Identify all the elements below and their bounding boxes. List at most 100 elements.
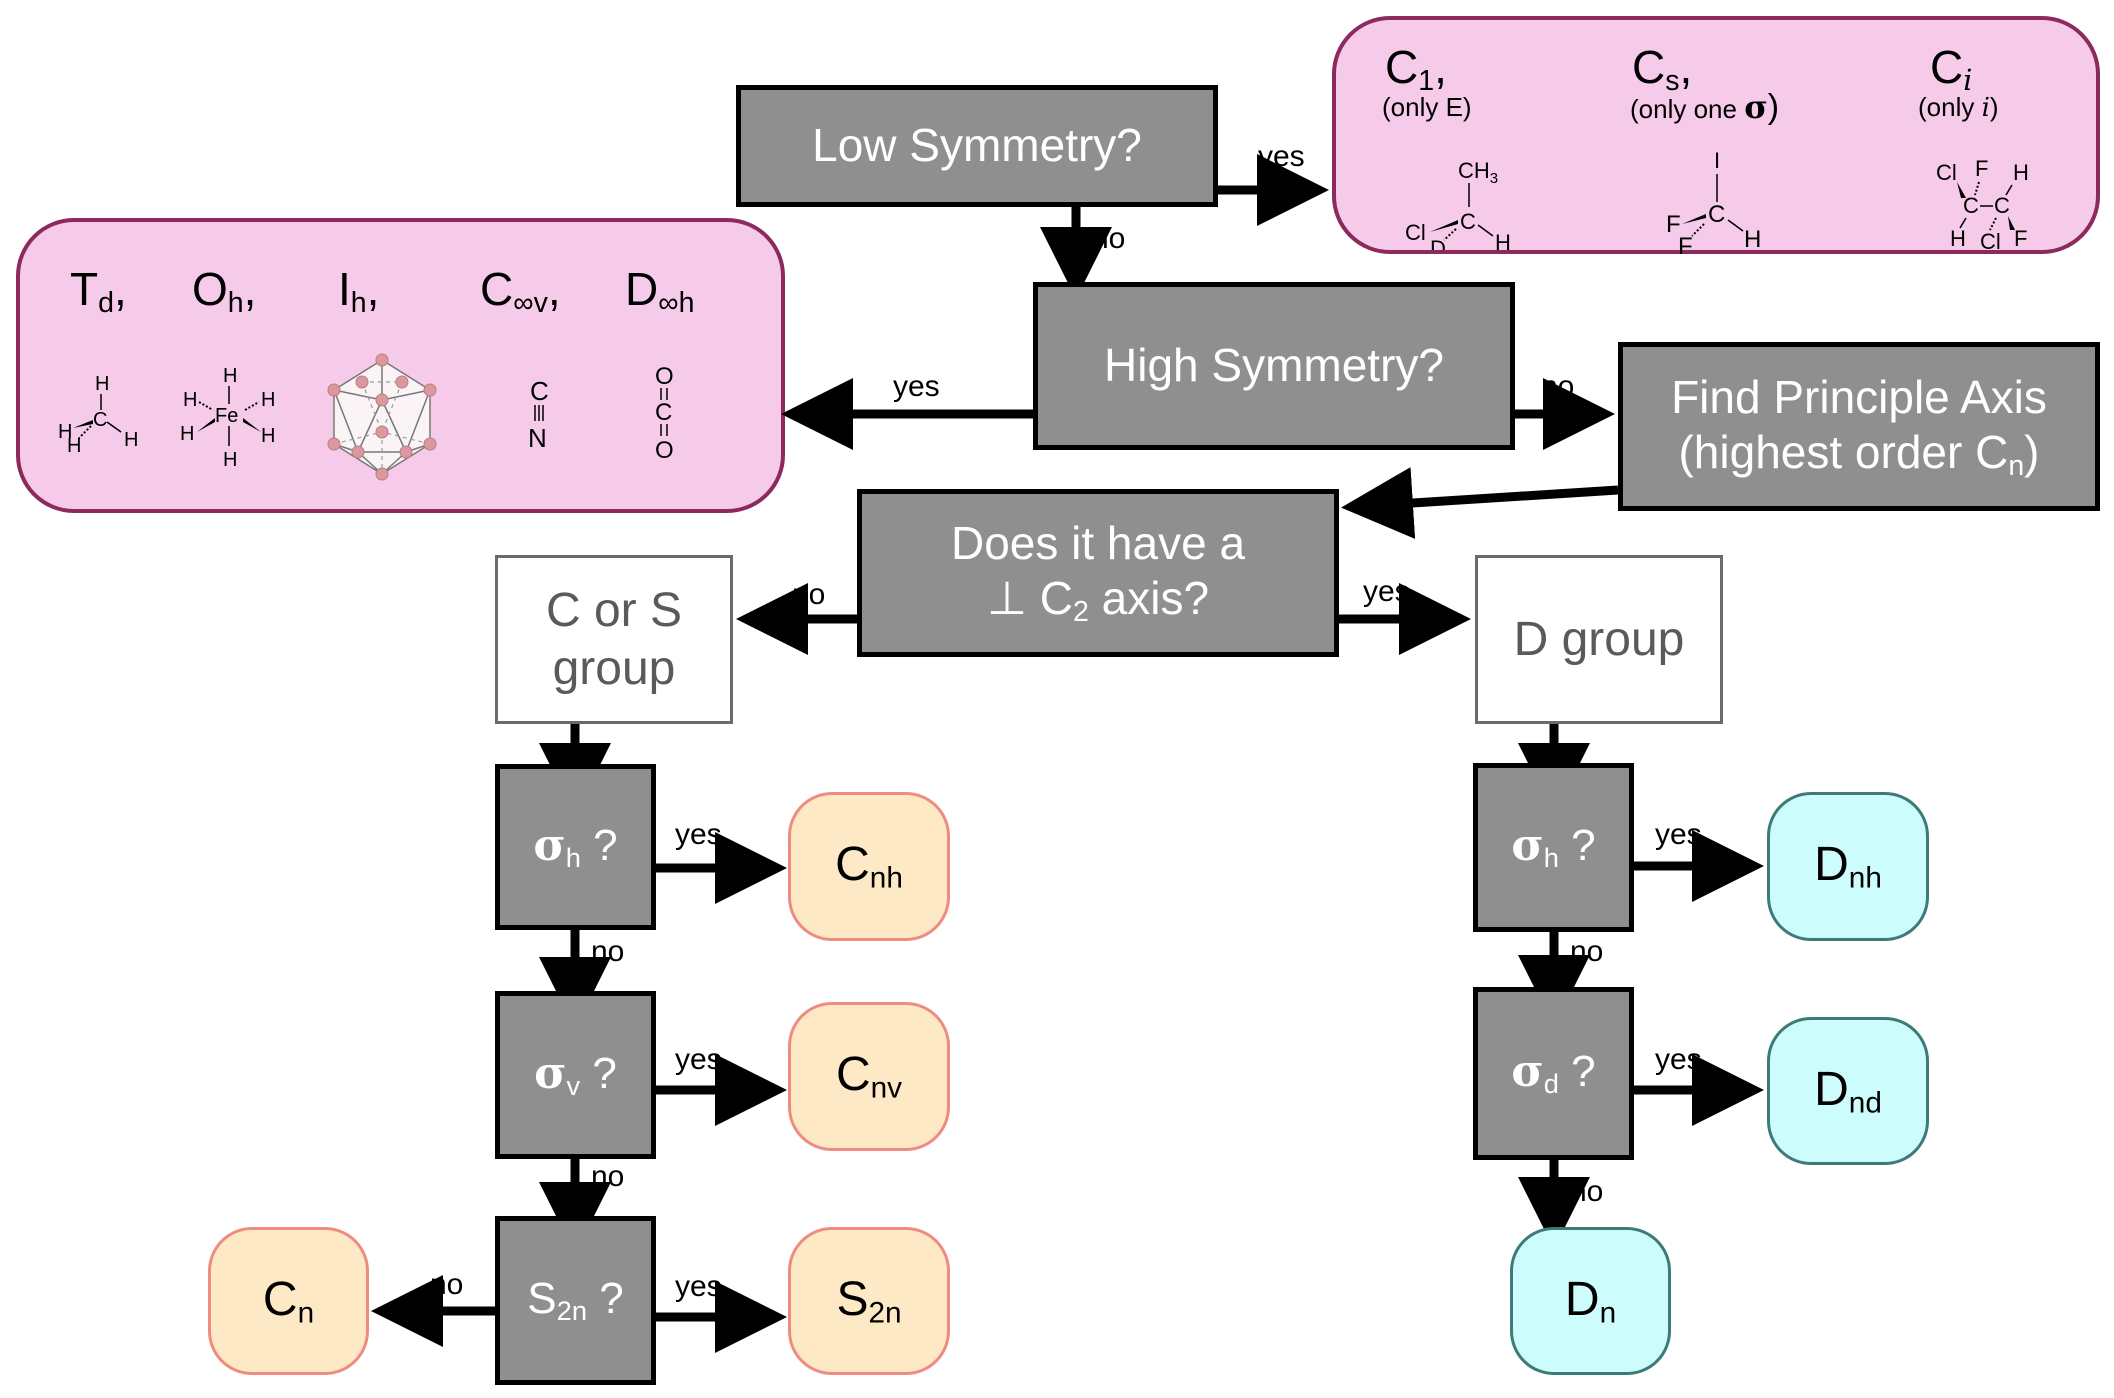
edge-label-low-no: no [1092,222,1126,255]
group-ci-note: (only i) [1918,92,1999,123]
svg-text:C: C [1963,193,1979,218]
result-cn: Cn [208,1227,369,1375]
principle-axis-node: Find Principle Axis (highest order Cn) [1618,342,2100,511]
edge-label-s2n-no: no [430,1268,464,1301]
svg-text:H: H [223,365,237,387]
svg-text:H: H [261,425,275,447]
svg-text:C: C [530,376,549,406]
svg-text:C: C [1460,209,1476,234]
edge-label-perp-yes: yes [1363,575,1410,608]
svg-text:I: I [1714,148,1720,173]
s2n-node: S2n ? [495,1216,656,1385]
molecule-cinfv-icon: C N [528,376,549,453]
edge-label-sigmah-right-yes: yes [1655,818,1702,851]
c-or-s-line2: group [552,641,676,695]
svg-text:F: F [1975,156,1988,181]
principle-axis-line2: (highest order Cn) [1678,425,2040,483]
svg-text:D: D [1430,236,1446,250]
edge-label-sigmah-right-no: no [1570,935,1604,968]
svg-text:H: H [95,373,109,395]
sigma-h-right-node: σh ? [1473,763,1634,932]
group-ih-label: Ih, [338,263,380,320]
result-dnd: Dnd [1767,1017,1929,1165]
sigma-d-node: σd ? [1473,987,1634,1160]
svg-text:C: C [655,399,672,426]
perp-c2-line1: Does it have a [950,517,1246,570]
svg-text:C: C [93,409,107,431]
d-group-node: D group [1475,555,1723,724]
svg-text:H: H [124,429,138,451]
edge-label-sigmav-yes: yes [675,1043,722,1076]
svg-text:Cl: Cl [1936,160,1957,185]
edge-label-sigmad-no: no [1570,1175,1604,1208]
molecule-ih-icosahedron-icon [327,353,437,481]
svg-text:H: H [1744,226,1761,253]
edge-label-low-yes: yes [1258,140,1305,173]
svg-text:N: N [528,423,547,453]
c-or-s-line1: C or S [545,583,683,637]
molecule-oh-icon: H Fe H H H H H [180,365,275,471]
svg-text:Fe: Fe [215,405,238,427]
molecule-ci-icon: Cl F H C C H Cl F [1936,156,2029,250]
molecule-cs-icon: I C F F H [1666,148,1761,255]
svg-text:H: H [2013,160,2029,185]
group-cs-label: Cs, [1632,41,1693,98]
svg-text:H: H [183,389,197,411]
edge-label-perp-no: no [792,578,826,611]
perpendicular-c2-node: Does it have a ⊥ C2 axis? [857,489,1339,657]
group-c1-label: C1, [1385,41,1447,98]
group-cs-note: (only one σ) [1630,88,1780,126]
svg-text:CH3: CH3 [1458,158,1498,187]
edge-label-high-yes: yes [893,370,940,403]
c-or-s-group-node: C or S group [495,555,733,724]
result-dn: Dn [1510,1227,1671,1375]
sigma-h-left-node: σh ? [495,764,656,930]
molecule-td-icon: H C H H H [58,373,138,457]
svg-text:H: H [1950,226,1966,250]
svg-text:O: O [655,363,674,390]
svg-text:H: H [67,435,81,457]
molecule-dinfh-icon: O C O [655,363,674,464]
d-group-text: D group [1513,612,1685,666]
svg-text:Cl: Cl [1980,229,2001,250]
edge-label-sigmah-left-yes: yes [675,818,722,851]
svg-text:F: F [1666,211,1681,238]
svg-text:H: H [180,423,194,445]
edge-label-sigmad-yes: yes [1655,1043,1702,1076]
group-c1-note: (only E) [1382,92,1472,122]
svg-text:O: O [655,437,674,464]
group-ci-label: Ci [1930,41,1973,98]
edge-label-sigmah-left-no: no [591,935,625,968]
result-dnh: Dnh [1767,792,1929,941]
group-oh-label: Oh, [192,263,257,320]
group-dinfh-label: D∞h [625,263,695,320]
group-td-label: Td, [70,263,127,320]
svg-text:C: C [1994,193,2010,218]
arrow-principle-to-perp [1341,467,1619,539]
svg-text:F: F [2014,226,2027,250]
low-symmetry-node: Low Symmetry? [736,85,1218,207]
perp-c2-line2: ⊥ C2 axis? [986,572,1210,629]
low-symmetry-groups-panel [1332,16,2100,254]
edge-label-high-no: no [1541,370,1575,403]
low-symmetry-text: Low Symmetry? [812,119,1142,172]
molecule-c1-icon: CH3 C Cl D H [1405,158,1511,250]
svg-text:H: H [1495,230,1511,250]
svg-text:H: H [261,389,275,411]
result-cnv: Cnv [788,1002,950,1151]
edge-label-s2n-yes: yes [675,1270,722,1303]
svg-text:Cl: Cl [1405,220,1426,245]
svg-text:F: F [1678,233,1693,255]
svg-text:H: H [223,449,237,471]
svg-text:C: C [1708,201,1725,228]
result-cnh: Cnh [788,792,950,941]
edge-label-sigmav-no: no [591,1160,625,1193]
group-cinfv-label: C∞v, [480,263,561,320]
high-symmetry-node: High Symmetry? [1033,282,1515,450]
result-s2n: S2n [788,1227,950,1375]
high-symmetry-groups-panel [16,218,785,513]
sigma-v-node: σv ? [495,991,656,1159]
svg-text:H: H [58,421,72,443]
high-symmetry-text: High Symmetry? [1104,339,1444,392]
